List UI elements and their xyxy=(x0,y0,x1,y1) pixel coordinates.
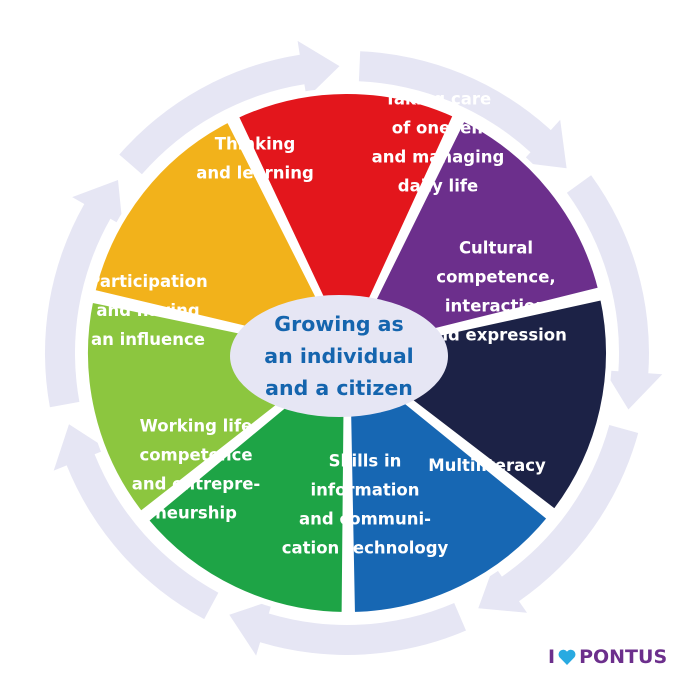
segment-label-line: and communi- xyxy=(299,510,431,529)
segment-label-line: and learning xyxy=(196,164,314,183)
segment-label-line: Working life xyxy=(140,417,253,436)
center-label-line: an individual xyxy=(264,344,413,368)
segment-label-taking-care: Taking care of oneself and managing daily l… xyxy=(372,90,505,196)
segment-label-line: competence, xyxy=(436,268,555,287)
segment-label-line: cation technology xyxy=(282,539,449,558)
segment-label-line: Cultural xyxy=(459,239,533,258)
segment-label-line: and expression xyxy=(425,326,567,345)
segment-label-ict: Skills in information and communi-cation t… xyxy=(282,452,449,558)
segment-label-cultural: Cultural competence, interaction and expres… xyxy=(425,239,567,345)
segment-label-line: of oneself xyxy=(392,119,485,138)
ring-arrow-thinking xyxy=(358,51,567,169)
pontus-logo: I PONTUS xyxy=(548,640,667,674)
segment-thinking xyxy=(232,88,460,356)
segment-label-line: and entrepre- xyxy=(132,475,261,494)
ring-arrow-multiliteracy xyxy=(229,600,466,656)
ring-arrow-cultural xyxy=(478,425,639,613)
center-label-line: and a citizen xyxy=(265,376,413,400)
center-label: Growing as an individual and a citizen xyxy=(264,312,413,400)
segment-ict xyxy=(142,350,350,618)
ring-arrow-working-life xyxy=(44,180,123,408)
segment-label-thinking: Thinking and learning xyxy=(196,135,314,183)
ring-arrow-ict xyxy=(53,424,219,620)
segment-taking-care xyxy=(344,115,605,356)
segment-participation xyxy=(89,116,350,356)
segment-label-participation: Participation and having an influence xyxy=(88,272,207,349)
segment-multiliteracy xyxy=(344,350,554,618)
logo-prefix: I xyxy=(548,646,556,668)
ring-arrow-taking-care xyxy=(566,175,663,410)
outer-arrow-ring xyxy=(44,40,663,656)
ring-arrow-participation xyxy=(119,40,340,175)
segment-label-multiliteracy: Multiliteracy xyxy=(428,456,546,475)
segment-label-line: neurship xyxy=(155,504,237,523)
segment-label-line: Skills in xyxy=(329,452,402,471)
wheel-segments xyxy=(81,88,612,618)
segment-label-line: competence xyxy=(139,446,252,465)
segment-label-line: Taking care xyxy=(385,90,491,109)
logo-name: PONTUS xyxy=(579,646,668,668)
segment-label-working-life: Working life competence and entrepre-neurs… xyxy=(132,417,261,523)
center-label-line: Growing as xyxy=(274,312,403,336)
center-hub xyxy=(230,295,448,417)
segment-label-line: interaction xyxy=(445,297,547,316)
segment-label-line: and having xyxy=(96,301,199,320)
segment-label-line: Multiliteracy xyxy=(428,456,546,475)
segment-label-line: information xyxy=(310,481,419,500)
segment-label-line: daily life xyxy=(398,177,478,196)
segment-label-line: an influence xyxy=(91,330,205,349)
segment-label-line: and managing xyxy=(372,148,505,167)
segment-label-line: Thinking xyxy=(215,135,296,154)
segment-labels: Thinking and learning Taking care of onesel… xyxy=(88,90,567,558)
segment-label-line: Participation xyxy=(88,272,207,291)
heart-icon xyxy=(558,649,576,665)
